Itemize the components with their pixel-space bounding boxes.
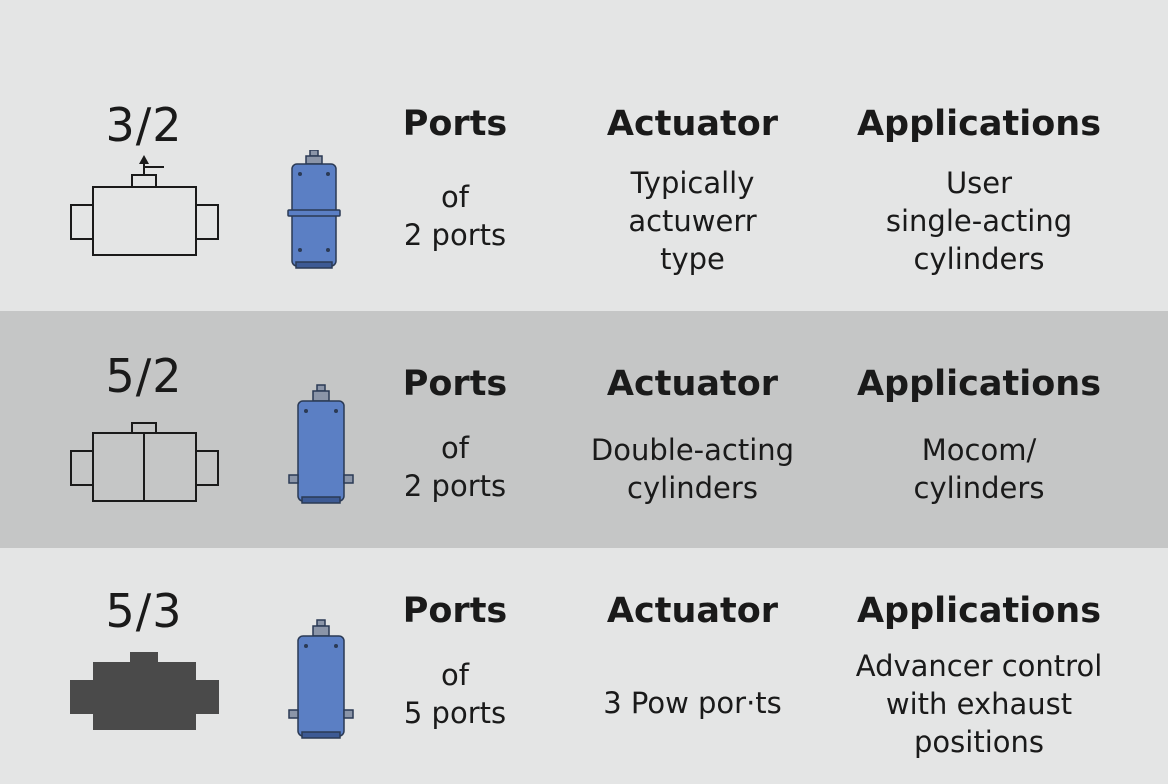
actuator-heading: Actuator <box>606 364 779 404</box>
ports-description: of 5 ports <box>403 658 507 730</box>
actuator-description: 3 Pow por·ts <box>603 686 782 720</box>
valve-code: 3/2 <box>105 98 183 152</box>
blue-valve-body-icon <box>287 150 341 269</box>
valve-row-3-2: 3/2 Ports of 2 ports Actuator Typ <box>0 0 1168 311</box>
blue-valve-body-icon <box>288 619 354 739</box>
ports-description: of 2 ports <box>403 180 507 252</box>
actuator-heading: Actuator <box>606 104 779 144</box>
applications-description: Advancer control with exhaust positions <box>855 649 1103 759</box>
applications-description: User single-acting cylinders <box>885 166 1073 276</box>
ports-heading: Ports <box>402 364 508 404</box>
valve-code: 5/3 <box>105 584 183 638</box>
actuator-description: Typically actuwerr type <box>628 166 757 276</box>
applications-heading: Applications <box>856 104 1102 144</box>
valve-5-2-symbol-icon <box>70 422 219 502</box>
valve-5-3-symbol-icon <box>70 652 219 730</box>
actuator-description: Double-acting cylinders <box>590 433 795 505</box>
ports-description: of 2 ports <box>403 431 507 503</box>
valve-3-2-symbol-icon <box>70 155 219 256</box>
applications-description: Mocom/ cylinders <box>913 433 1045 505</box>
blue-valve-body-icon <box>288 384 354 504</box>
valve-row-5-3: 5/3 Ports of 5 ports Actuator 3 Pow por·… <box>0 548 1168 784</box>
valve-code: 5/2 <box>105 349 183 403</box>
valve-row-5-2: 5/2 Ports of 2 ports Actuator Double-act… <box>0 311 1168 548</box>
actuator-heading: Actuator <box>606 591 779 631</box>
applications-heading: Applications <box>856 364 1102 404</box>
ports-heading: Ports <box>402 104 508 144</box>
applications-heading: Applications <box>856 591 1102 631</box>
ports-heading: Ports <box>402 591 508 631</box>
